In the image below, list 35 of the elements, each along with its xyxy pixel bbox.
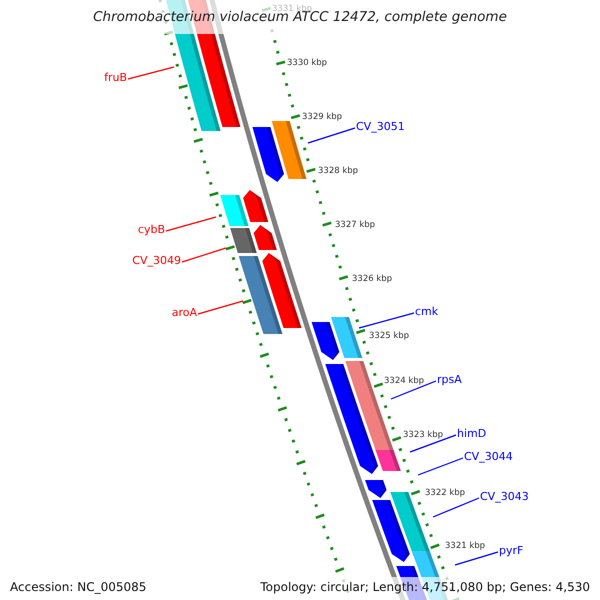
scale-label: 3331 kbp bbox=[272, 3, 312, 14]
leader-line bbox=[198, 300, 244, 315]
scale-label: 3323 kbp bbox=[403, 429, 444, 441]
gene-label: cmk bbox=[415, 304, 438, 319]
accession-text: Accession: NC_005085 bbox=[10, 579, 146, 595]
leader-line bbox=[182, 247, 226, 263]
leader-line bbox=[166, 216, 216, 232]
scale-label: 3324 kbp bbox=[384, 375, 424, 387]
scale-label: 3328 kbp bbox=[318, 165, 358, 177]
scale-label: 3327 kbp bbox=[335, 219, 376, 231]
scale-label: 3330 kbp bbox=[287, 57, 328, 69]
scale-label: 3322 kbp bbox=[425, 487, 466, 499]
gene-label: rpsA bbox=[437, 372, 462, 387]
leader-line bbox=[308, 127, 356, 144]
scale-label: 3329 kbp bbox=[302, 111, 342, 123]
leader-line bbox=[410, 434, 456, 453]
gene-label: CV_3051 bbox=[356, 119, 405, 134]
gene-label: CV_3043 bbox=[480, 489, 529, 504]
leader-line bbox=[390, 380, 436, 400]
gene-label: fruB bbox=[104, 70, 127, 85]
gene-label: CV_3044 bbox=[464, 449, 513, 464]
gene-label: pyrF bbox=[499, 543, 524, 558]
scale-label: 3321 kbp bbox=[445, 540, 486, 552]
gene-label: CV_3049 bbox=[132, 253, 181, 268]
gene-label: cybB bbox=[138, 222, 165, 237]
gene-label: himD bbox=[457, 426, 486, 441]
gene-label: aroA bbox=[172, 305, 197, 320]
scale-label: 3325 kbp bbox=[369, 330, 410, 342]
leader-line bbox=[128, 66, 174, 80]
leader-line bbox=[454, 551, 498, 566]
scale-label: 3326 kbp bbox=[352, 273, 392, 285]
leader-line bbox=[432, 497, 480, 518]
leader-line bbox=[358, 312, 414, 329]
leader-line bbox=[418, 457, 464, 476]
genome-info-text: Topology: circular; Length: 4,751,080 bp; Genes: 4,530 bbox=[260, 579, 590, 595]
